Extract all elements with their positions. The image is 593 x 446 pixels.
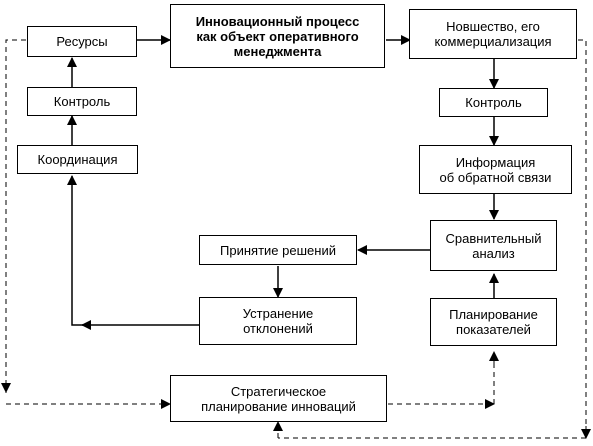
node-control-left: Контроль bbox=[27, 87, 137, 116]
dashed-novelty-to-right-edge bbox=[578, 39, 587, 438]
node-decisions: Принятие решений bbox=[199, 235, 357, 265]
node-elimination: Устранение отклонений bbox=[199, 297, 357, 345]
node-planning: Планирование показателей bbox=[430, 298, 557, 346]
node-strategic: Стратегическое планирование инноваций bbox=[170, 375, 387, 422]
node-novelty: Новшество, его коммерциализация bbox=[409, 9, 577, 59]
node-control-right: Контроль bbox=[439, 88, 548, 117]
node-coordination: Координация bbox=[17, 145, 138, 174]
node-center: Инновационный процесс как объект операти… bbox=[170, 4, 385, 68]
dashed-resources-to-strategic bbox=[5, 39, 26, 393]
node-comparative: Сравнительный анализ bbox=[430, 220, 557, 271]
node-feedback: Информация об обратной связи bbox=[419, 145, 572, 194]
arrow-elimination-to-coordination bbox=[67, 175, 199, 326]
node-resources: Ресурсы bbox=[27, 26, 137, 57]
